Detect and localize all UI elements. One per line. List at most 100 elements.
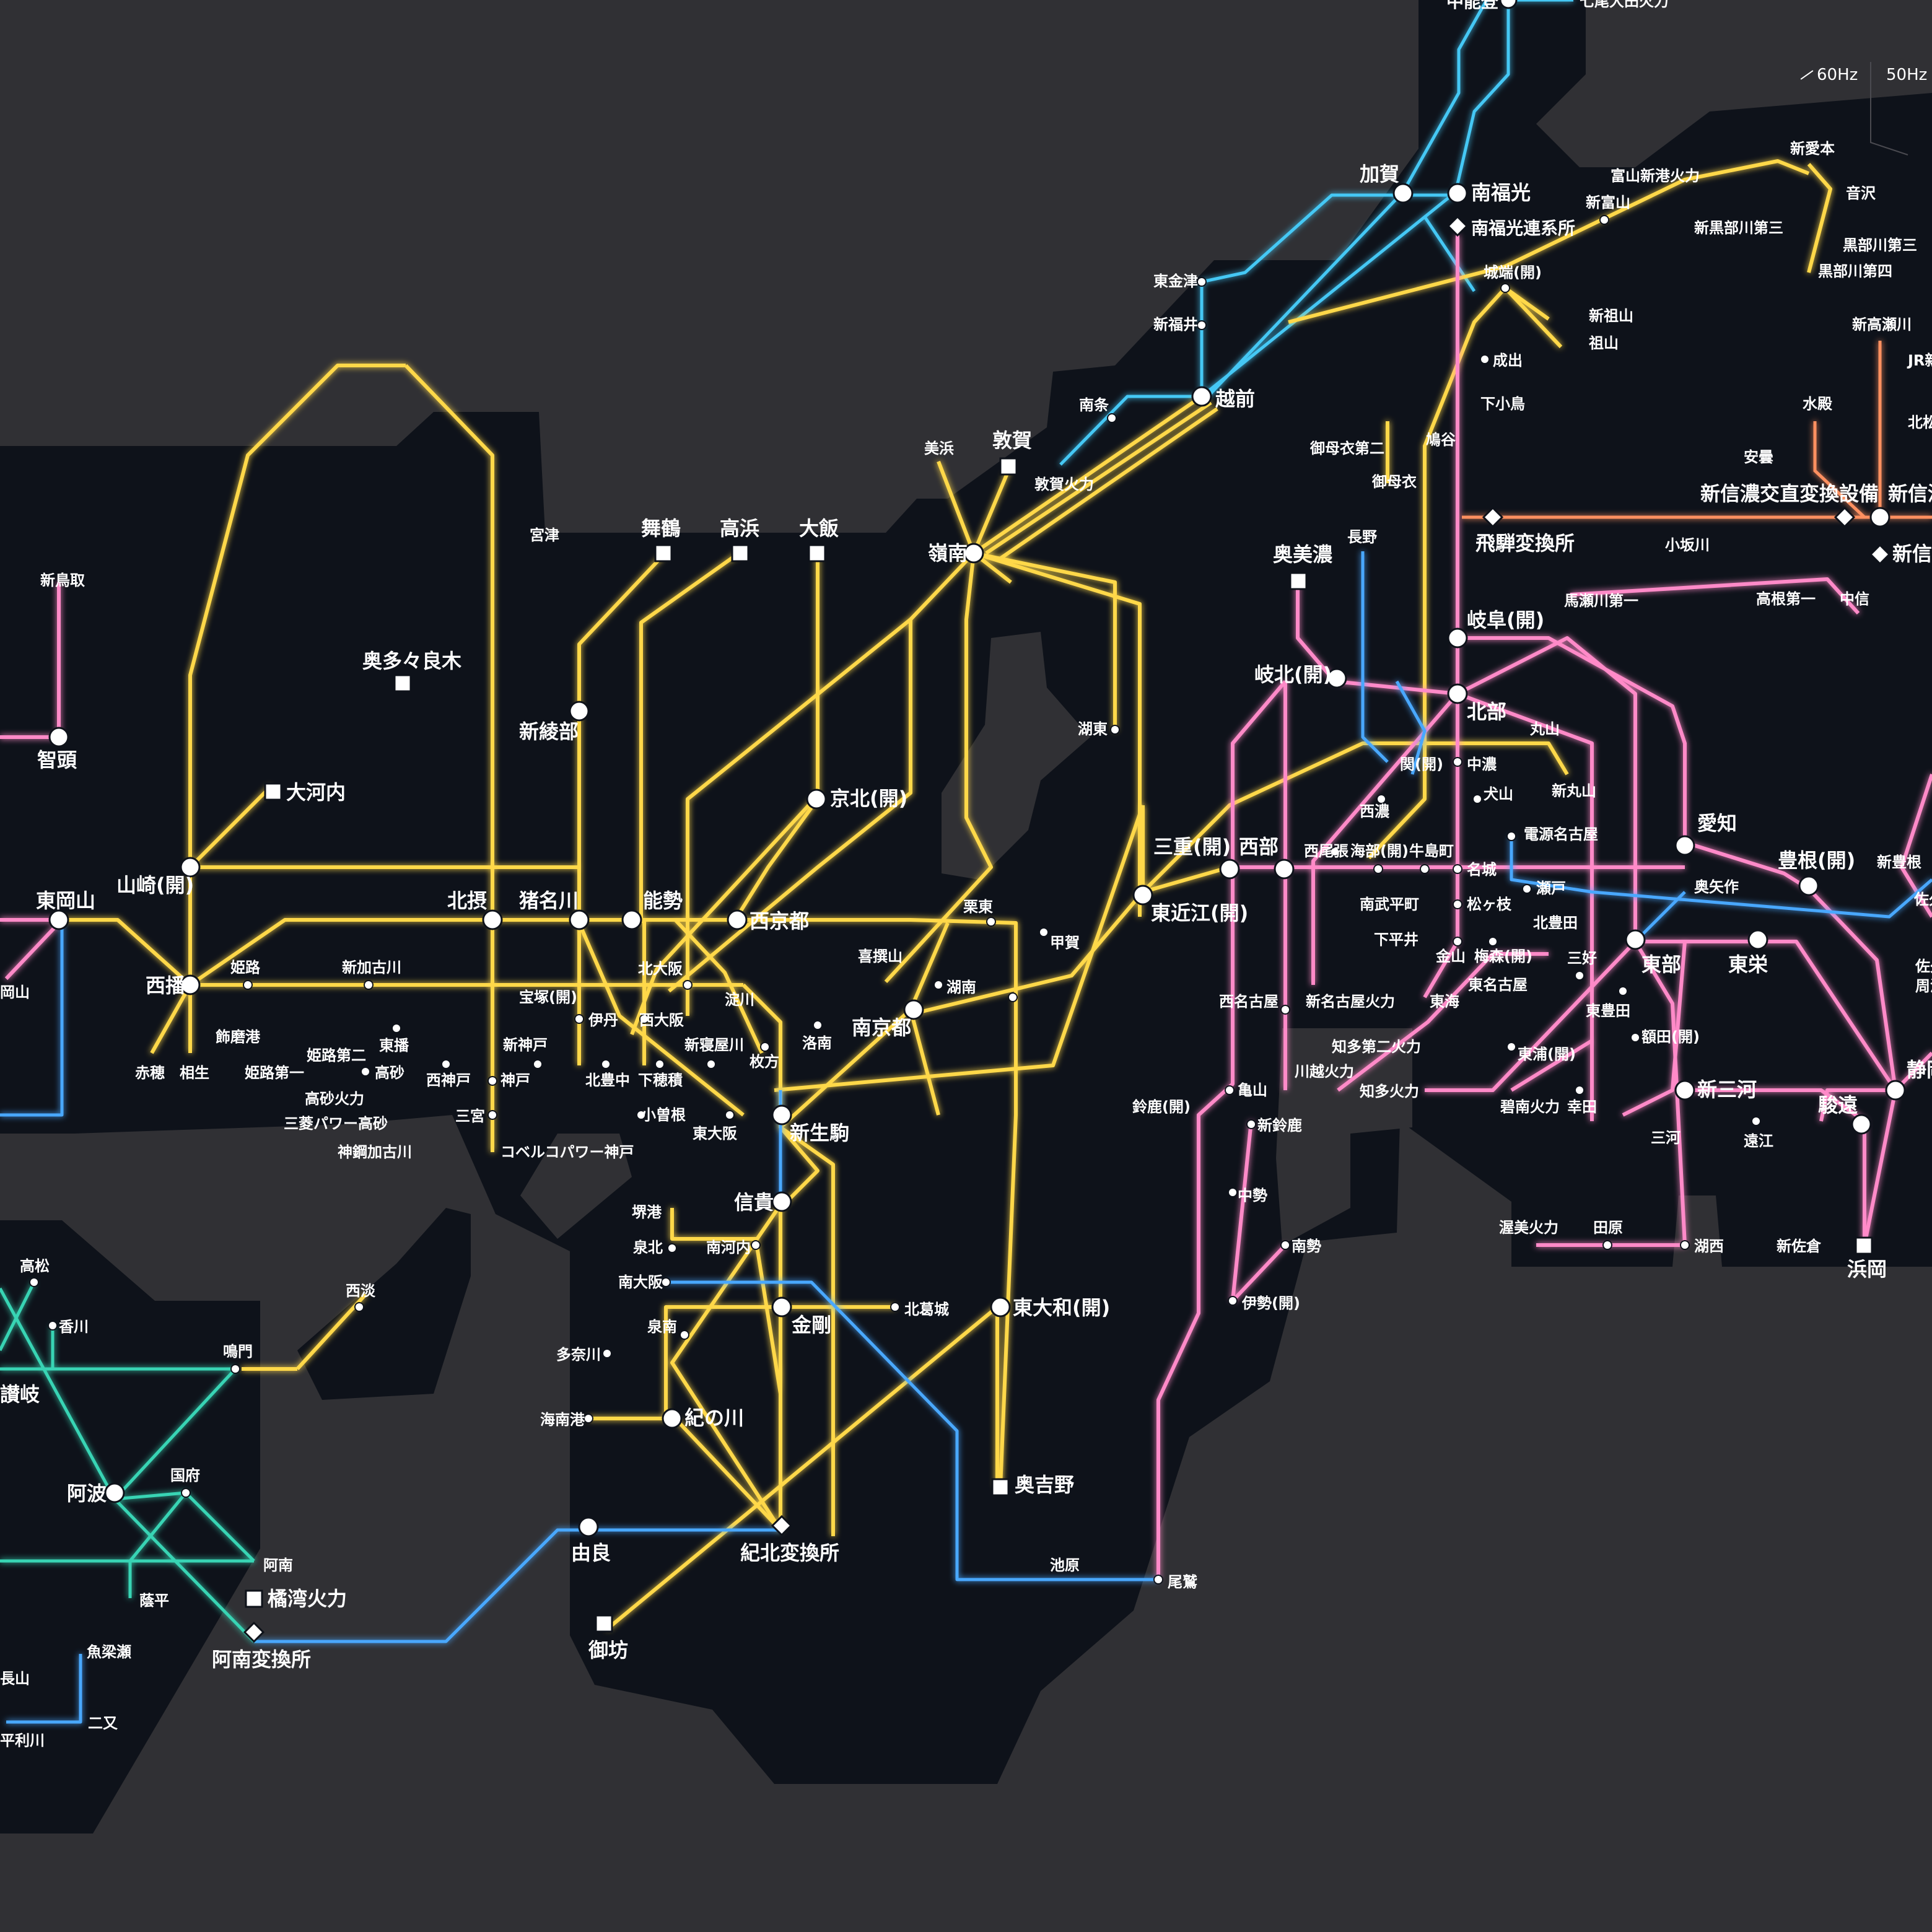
label-yodogawa: 淀川 — [725, 991, 754, 1008]
water-biwa — [942, 632, 1090, 880]
label-chuno: 中濃 — [1467, 756, 1497, 773]
label-kitatoyonaka: 北豊中 — [585, 1072, 630, 1089]
label-shinikoma: 新生駒 — [790, 1121, 849, 1145]
label-kitakatsuragi: 北葛城 — [904, 1301, 949, 1318]
label-yamazaki: 山崎(開) — [116, 873, 194, 897]
label-shinfukui: 新福井 — [1153, 316, 1198, 333]
label-ohi: 大飯 — [799, 517, 839, 540]
label-nanao: 七尾大田火力 — [1580, 0, 1669, 10]
label-tokai: 東海 — [1430, 993, 1459, 1010]
label-maruyama: 丸山 — [1529, 720, 1560, 738]
label-ritto: 栗東 — [963, 898, 993, 916]
label-atsumi: 渥美火力 — [1499, 1219, 1558, 1236]
label-okumino: 奥美濃 — [1273, 543, 1333, 566]
land-awaji — [297, 1208, 471, 1400]
legend-50hz: 50Hz — [1886, 61, 1927, 89]
label-aioi: 相生 — [180, 1064, 209, 1082]
label-shinkobe: 新神戸 — [503, 1036, 548, 1054]
label-inuyama: 犬山 — [1484, 785, 1513, 803]
label-sakuma-2: 佐久間 — [1915, 958, 1932, 975]
label-ikehara: 池原 — [1050, 1557, 1080, 1574]
label-shinshinano-1: 新信濃 — [1888, 482, 1932, 505]
label-gobo: 御坊 — [588, 1638, 628, 1662]
label-futamata: 二又 — [88, 1715, 118, 1732]
label-naride: 成出 — [1493, 352, 1523, 369]
label-takane: 高根第一 — [1756, 590, 1816, 608]
label-okuyahagi: 奥矢作 — [1694, 878, 1739, 896]
label-dengen-nagoya: 電源名古屋 — [1524, 826, 1598, 843]
label-kihoku: 紀北変換所 — [740, 1541, 839, 1565]
label-chusei: 中勢 — [1238, 1187, 1267, 1204]
label-seibu: 西部 — [1239, 835, 1279, 859]
label-shintoyone: 新豊根 — [1877, 854, 1921, 871]
label-higashiokayama: 東岡山 — [36, 889, 95, 912]
label-chita: 知多火力 — [1360, 1083, 1419, 1100]
stations — [48, 0, 1906, 1643]
label-shintoyama: 新富山 — [1586, 194, 1630, 211]
label-nagayama: 長山 — [0, 1670, 30, 1687]
label-kanayama: 金山 — [1435, 948, 1466, 965]
label-shinayabe: 新綾部 — [519, 720, 579, 743]
label-koka: 甲賀 — [1050, 934, 1080, 951]
label-shinkoukakogawa: 神鋼加古川 — [338, 1143, 412, 1161]
label-shinnagoya: 新名古屋火力 — [1306, 993, 1395, 1010]
label-kitamatsu: 北松 — [1908, 414, 1932, 431]
label-azumi: 安曇 — [1744, 448, 1773, 466]
label-shinkakogawa: 新加古川 — [342, 959, 401, 976]
label-hamaoka: 浜岡 — [1847, 1257, 1887, 1281]
label-tobu: 東部 — [1641, 953, 1681, 976]
label-chizu: 智頭 — [37, 748, 77, 772]
label-seiban: 西播 — [146, 974, 186, 997]
label-mizudono: 水殿 — [1803, 395, 1833, 413]
dc-lines — [0, 551, 1932, 1724]
label-kobelco: コベルコパワー神戸 — [500, 1143, 634, 1161]
label-hokusetsu: 北摂 — [447, 889, 487, 912]
label-hekinan: 碧南火力 — [1500, 1098, 1560, 1116]
label-kisenyama: 喜撰山 — [858, 948, 903, 965]
label-kongo: 金剛 — [791, 1313, 831, 1337]
label-kaga: 加賀 — [1360, 162, 1399, 186]
label-kawagoe: 川越火力 — [1295, 1063, 1354, 1080]
label-tahara: 田原 — [1593, 1219, 1623, 1236]
label-tachibanawan: 橘湾火力 — [268, 1587, 347, 1611]
label-maizuru: 舞鶴 — [641, 517, 681, 540]
label-sanuki: 讃岐 — [0, 1383, 40, 1406]
label-higashiosaka: 東大阪 — [693, 1125, 737, 1142]
label-shinneyagawa: 新寝屋川 — [684, 1036, 744, 1054]
label-nishiosaka: 西大阪 — [639, 1012, 684, 1029]
legend-60hz-swatch — [1800, 70, 1814, 80]
label-hokubu: 北部 — [1467, 700, 1506, 723]
label-nakanoto: 中能登 — [1446, 0, 1499, 12]
hokuriku-lines — [1059, 0, 1573, 466]
label-meijo: 名城 — [1467, 861, 1497, 878]
label-toyone: 豊根(開) — [1778, 849, 1855, 872]
label-kosakagawa: 小坂川 — [1665, 536, 1710, 554]
label-mihama: 美浜 — [924, 440, 954, 457]
label-himeji2: 姫路第二 — [307, 1047, 366, 1064]
label-inagawa: 猪名川 — [519, 889, 579, 912]
label-jr: JR新 — [1907, 352, 1932, 369]
label-higashikanazu: 東金津 — [1153, 273, 1198, 290]
label-seto: 瀬戸 — [1536, 880, 1566, 897]
label-anan: 阿南 — [263, 1557, 293, 1574]
label-suzuka: 鈴鹿(開) — [1132, 1098, 1191, 1116]
label-naruto: 鳴門 — [223, 1343, 253, 1360]
label-himeji: 姫路 — [230, 959, 261, 976]
label-shinshinano-fc: 新信濃交直変換設備 — [1700, 482, 1879, 505]
label-takasago-karyoku: 高砂火力 — [305, 1090, 364, 1108]
label-kagawa: 香川 — [59, 1318, 89, 1335]
label-nishinagoya: 西名古屋 — [1219, 993, 1279, 1010]
label-kainanko: 海南港 — [540, 1411, 585, 1428]
label-seino: 西濃 — [1360, 803, 1390, 820]
label-yura: 由良 — [571, 1541, 611, 1565]
label-shintakasegawa: 新高瀬川 — [1852, 316, 1912, 333]
label-koda: 幸田 — [1567, 1098, 1597, 1116]
label-shinshinano-2: 新信濃 — [1892, 542, 1932, 566]
label-mitsubishi: 三菱パワー高砂 — [284, 1115, 388, 1132]
legend-frame — [1870, 62, 1908, 155]
legend-50hz-label: 50Hz — [1886, 66, 1928, 84]
label-kurobe3: 黒部川第三 — [1843, 237, 1917, 254]
label-himeji1: 姫路第一 — [245, 1064, 304, 1082]
label-kameyama: 亀山 — [1238, 1082, 1267, 1099]
label-aichi: 愛知 — [1697, 811, 1737, 835]
